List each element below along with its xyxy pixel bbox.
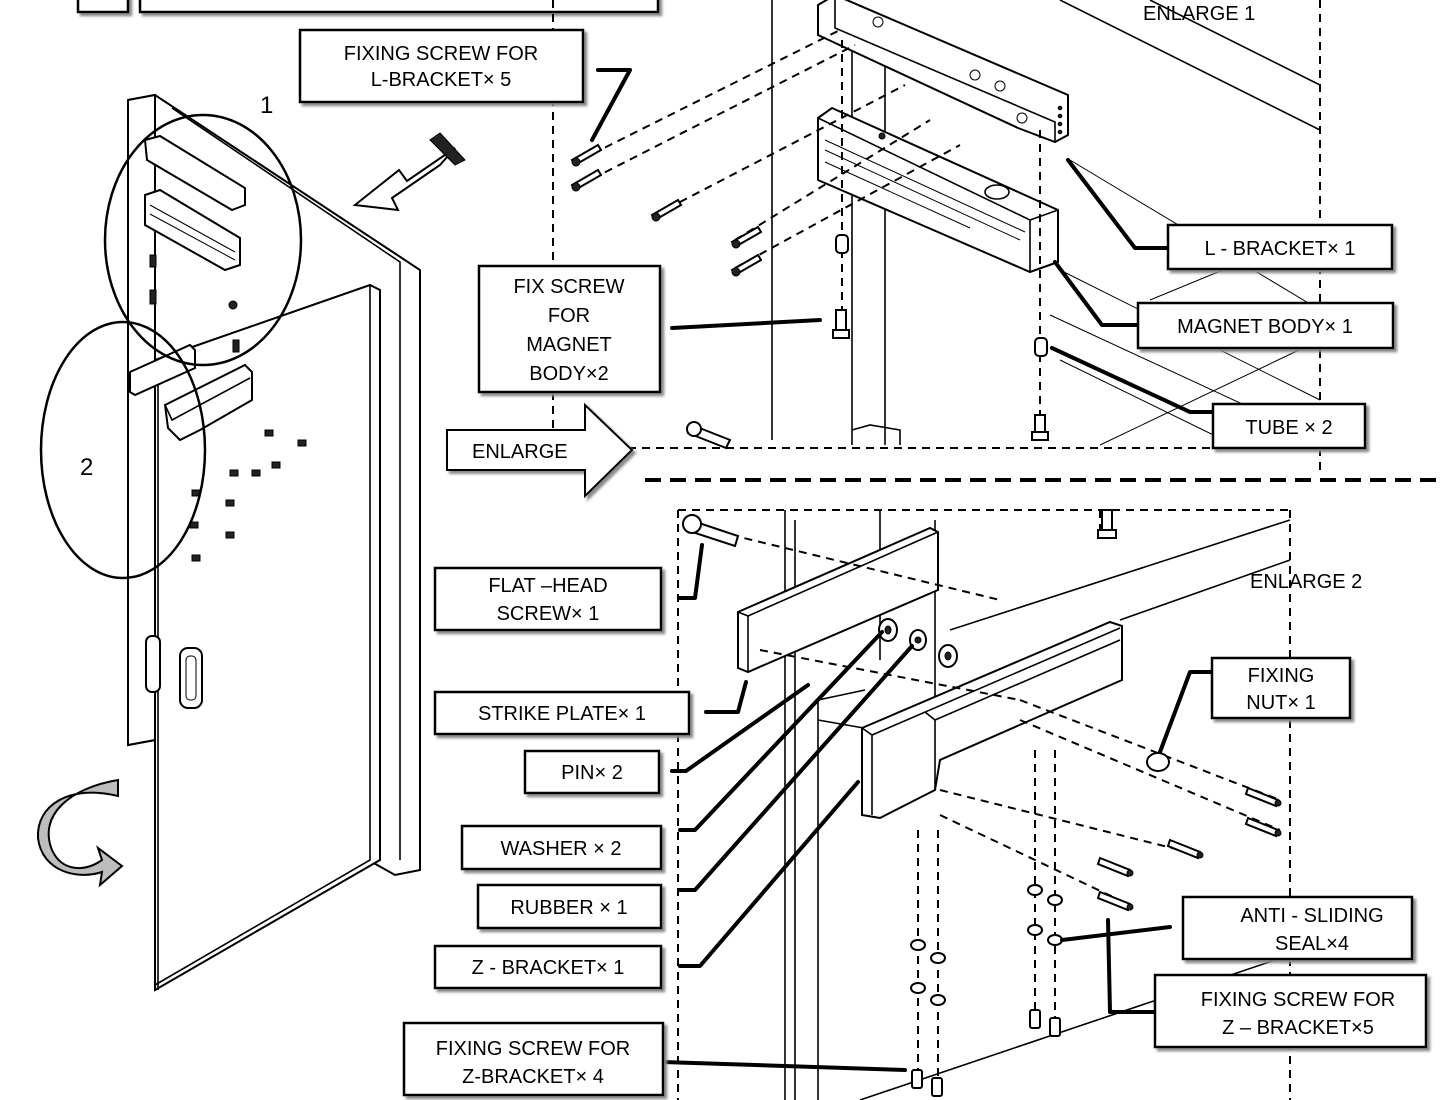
callout-fixing-screw-z-bracket-5: FIXING SCREW FOR Z – BRACKET×5 — [1153, 973, 1428, 1049]
callout-l-bracket: L - BRACKET× 1 — [1166, 223, 1394, 271]
callout-text-line: Z-BRACKET× 4 — [462, 1066, 604, 1088]
enlarge-2-title: ENLARGE 2 — [1250, 571, 1362, 593]
enlarge-2-panel: ENLARGE 2 — [677, 509, 1362, 1100]
callout-text-line: FIXING SCREW FOR — [1201, 989, 1395, 1011]
enlarge-1-panel: ENLARGE 1 — [552, 0, 1321, 470]
callout-pin: PIN× 2 — [523, 749, 661, 795]
callout-text: STRIKE PLATE× 1 — [478, 703, 646, 725]
circle-1-label: 1 — [260, 92, 273, 119]
callout-text-line: FLAT –HEAD — [488, 575, 607, 597]
callout-text: RUBBER × 1 — [510, 897, 627, 919]
direction-arrow — [352, 132, 466, 212]
callout-text-line: ANTI - SLIDING — [1240, 905, 1383, 927]
enlarge-1-title: ENLARGE 1 — [1143, 3, 1255, 25]
callout-magnet-body: MAGNET BODY× 1 — [1136, 301, 1395, 350]
door-overview: 1 2 — [36, 92, 466, 992]
callout-text-line: FIXING SCREW FOR — [436, 1038, 630, 1060]
callout-text: MAGNET BODY× 1 — [1177, 316, 1353, 338]
callout-washer: WASHER × 2 — [460, 824, 663, 871]
callout-text: WASHER × 2 — [501, 838, 622, 860]
callout-text: PIN× 2 — [561, 762, 623, 784]
callout-text: L - BRACKET× 1 — [1205, 238, 1356, 260]
callout-rubber: RUBBER × 1 — [476, 883, 663, 930]
leader-lines — [590, 68, 1217, 1072]
callout-z-bracket: Z - BRACKET× 1 — [433, 944, 663, 990]
callout-anti-sliding-seal: ANTI - SLIDING SEAL×4 — [1181, 895, 1414, 961]
enlarge-arrow-label: ENLARGE — [472, 441, 568, 463]
callout-text-line: FIXING — [1248, 665, 1315, 687]
callout-text-line: FIXING SCREW FOR — [344, 43, 538, 65]
enlarge-arrow: ENLARGE — [446, 402, 634, 499]
callout-text-line: L-BRACKET× 5 — [371, 69, 512, 91]
callout-text-line: FOR — [548, 305, 590, 327]
callout-fixing-screw-l-bracket: FIXING SCREW FOR L-BRACKET× 5 — [298, 28, 585, 104]
callout-text: TUBE × 2 — [1245, 417, 1332, 439]
callout-text-line: Z – BRACKET×5 — [1222, 1017, 1374, 1039]
header-fragment — [76, 0, 660, 14]
callout-text-line: NUT× 1 — [1246, 692, 1315, 714]
callout-strike-plate: STRIKE PLATE× 1 — [433, 690, 691, 736]
callout-text-line: SCREW× 1 — [497, 603, 600, 625]
callout-text: Z - BRACKET× 1 — [472, 957, 625, 979]
callout-fixing-nut: FIXING NUT× 1 — [1210, 656, 1352, 720]
callout-fixing-screw-z-bracket-4: FIXING SCREW FOR Z-BRACKET× 4 — [402, 1021, 665, 1097]
rotation-arrow — [36, 778, 124, 888]
callout-flat-head-screw: FLAT –HEAD SCREW× 1 — [433, 566, 663, 632]
callout-tube: TUBE × 2 — [1211, 402, 1367, 450]
callout-text-line: FIX SCREW — [513, 276, 624, 298]
callout-text-line: MAGNET — [526, 334, 612, 356]
callout-text-line: SEAL×4 — [1275, 933, 1349, 955]
callout-text-line: BODY×2 — [529, 363, 608, 385]
callout-fix-screw-magnet-body: FIX SCREW FOR MAGNET BODY×2 — [477, 264, 662, 394]
circle-2-label: 2 — [80, 454, 93, 481]
